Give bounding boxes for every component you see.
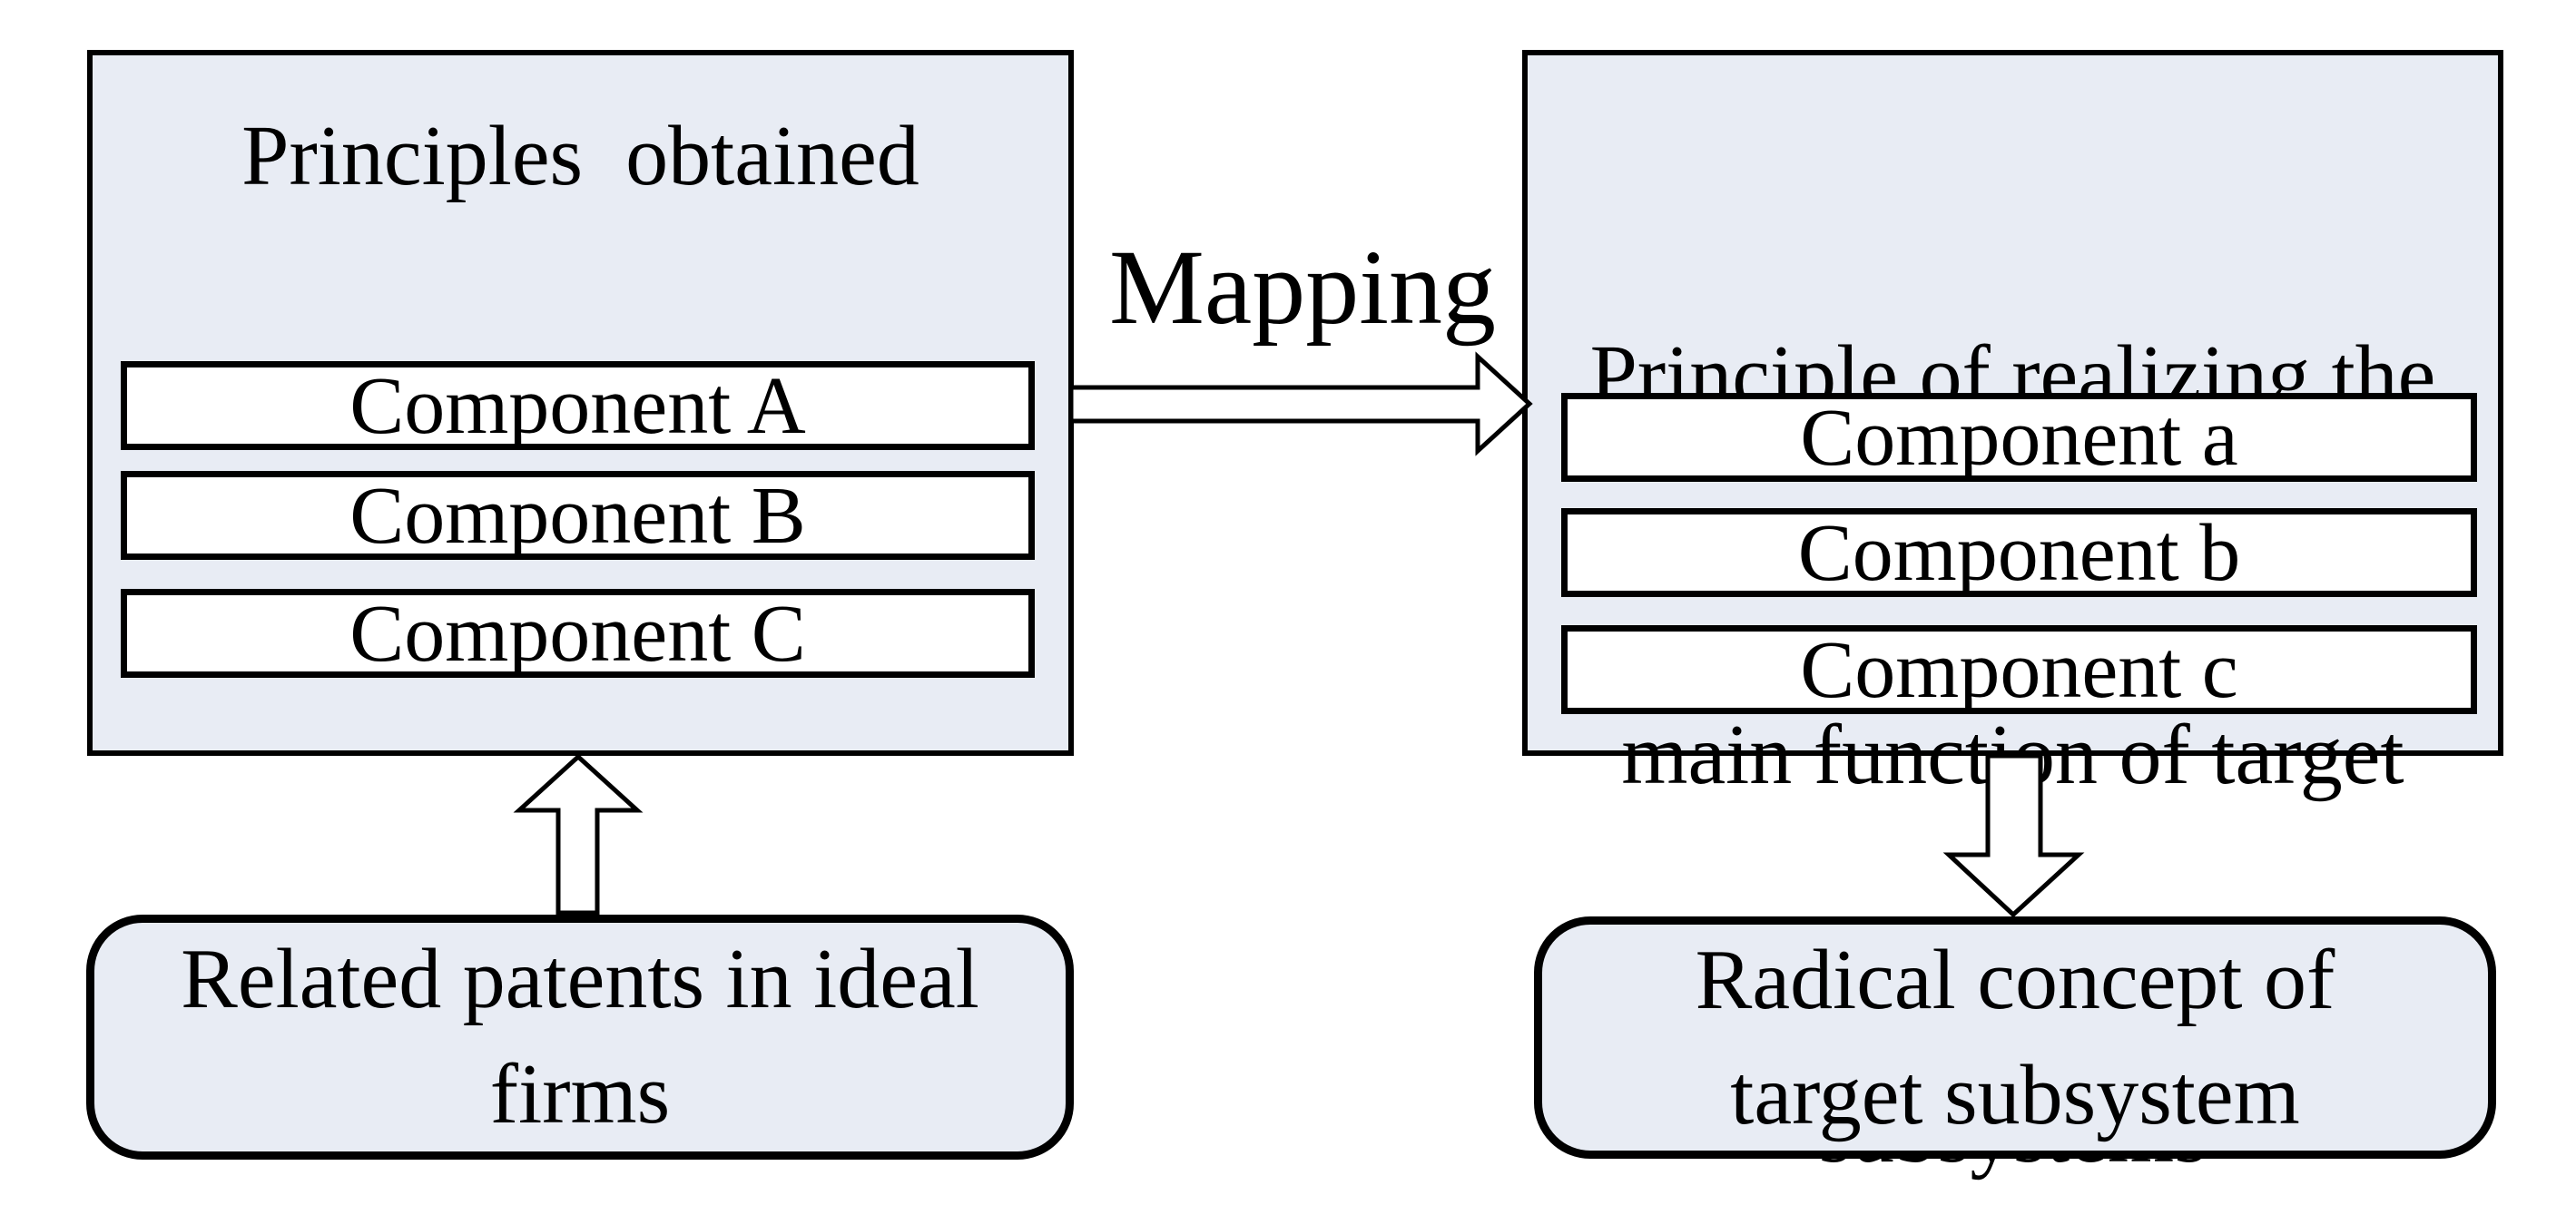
component-C-label: Component C — [349, 588, 806, 679]
component-b-label: Component b — [1797, 507, 2241, 598]
component-A-label: Component A — [349, 360, 806, 451]
component-c-label: Component c — [1800, 624, 2238, 715]
radical-concept-box: Radical concept of target subsystem — [1534, 916, 2496, 1159]
component-b-box: Component b — [1561, 507, 2477, 598]
component-a-box: Component a — [1561, 392, 2477, 483]
radical-concept-line-2: target subsystem — [1730, 1047, 2300, 1142]
principles-obtained-box: Principles obtained Component A Componen… — [87, 50, 1074, 756]
component-a-label: Component a — [1800, 392, 2238, 483]
related-patents-line-2: firms — [489, 1047, 671, 1141]
component-c-box: Component c — [1561, 624, 2477, 715]
upward-arrow-icon — [513, 753, 644, 916]
component-A-box: Component A — [121, 360, 1035, 451]
related-patents-line-1: Related patents in ideal — [181, 932, 979, 1027]
component-B-label: Component B — [349, 470, 806, 561]
related-patents-box: Related patents in ideal firms — [86, 915, 1074, 1160]
principles-obtained-title: Principles obtained — [241, 109, 919, 203]
radical-concept-line-1: Radical concept of — [1695, 932, 2335, 1027]
target-subsystem-principle-box: Principle of realizing the main function… — [1522, 50, 2503, 1181]
component-B-box: Component B — [121, 470, 1035, 561]
mapping-right-arrow-icon — [1068, 351, 1533, 456]
component-C-box: Component C — [121, 588, 1035, 679]
mapping-label: Mapping — [1108, 228, 1497, 347]
